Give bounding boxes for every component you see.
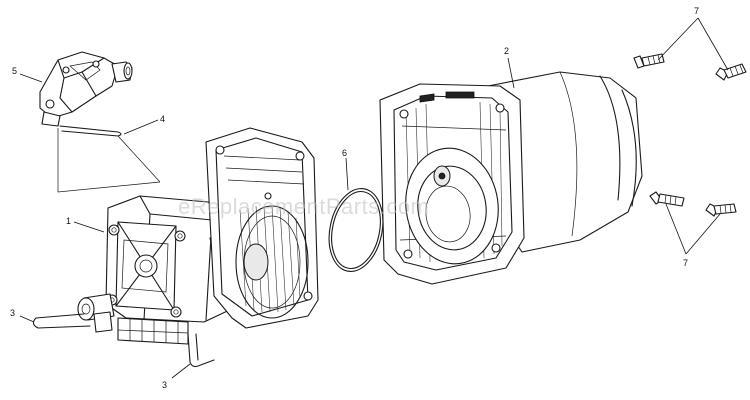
callout-4: 4 [160, 114, 165, 124]
part-3-clip-left [32, 313, 91, 329]
part-5-valve-assembly [39, 51, 133, 127]
part-4-clip [59, 125, 122, 137]
part-7-bolt-mid-left [649, 191, 685, 207]
part-6-o-ring [328, 188, 384, 272]
callout-7-top: 7 [694, 6, 699, 16]
callout-1: 1 [66, 216, 71, 226]
motor-end-plate [205, 127, 319, 329]
callout-3-left: 3 [10, 308, 15, 318]
watermark-text: eReplacementParts.com [178, 194, 429, 219]
callout-7-bottom: 7 [683, 258, 688, 268]
callout-6: 6 [342, 148, 347, 158]
part-7-bolt-mid-right [705, 203, 737, 217]
part-7-bolt-top-right [715, 63, 747, 81]
part-3-clip-bottom [187, 333, 215, 368]
part-2-motor-housing [379, 71, 643, 285]
callout-2: 2 [504, 46, 509, 56]
callout-3-bottom: 3 [162, 380, 167, 390]
callout-5: 5 [12, 66, 17, 76]
callout-leaders [19, 17, 729, 379]
assembly-guide-lines [57, 128, 161, 193]
part-7-bolt-top-left [633, 53, 665, 69]
callout-labels: 1 2 3 3 4 5 6 7 7 [10, 6, 699, 390]
